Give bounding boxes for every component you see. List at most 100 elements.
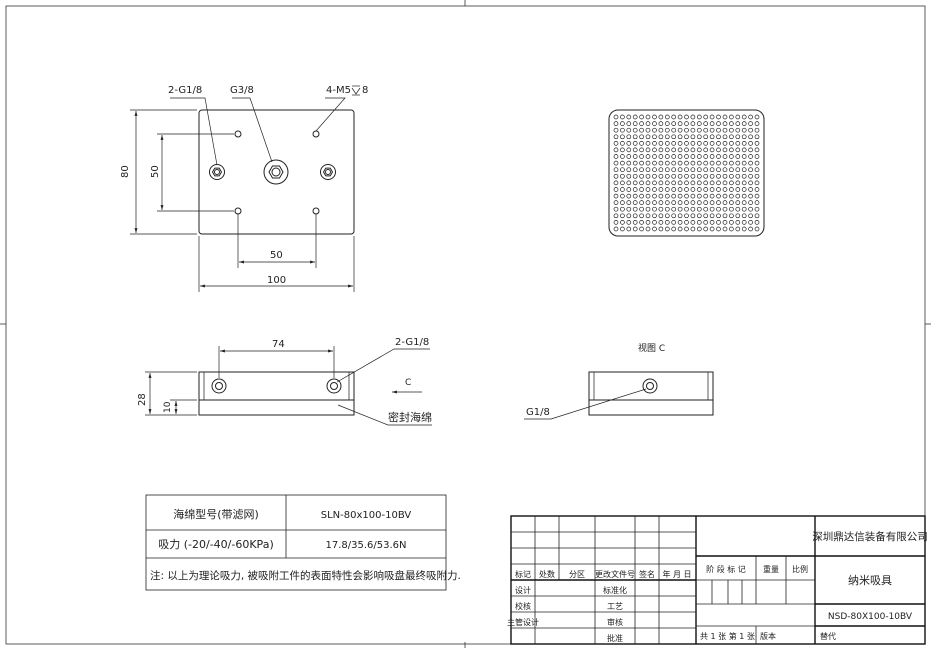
- tb-chushu: 处数: [539, 569, 555, 579]
- suction-hole: [613, 121, 619, 126]
- suction-hole: [684, 173, 689, 179]
- suction-hole: [722, 141, 728, 146]
- suction-hole: [722, 193, 728, 199]
- suction-hole: [613, 160, 619, 166]
- suction-hole: [722, 206, 728, 212]
- suction-hole: [696, 167, 702, 173]
- suction-hole: [716, 154, 721, 159]
- tb-company: 深圳鼎达信装备有限公司: [812, 530, 928, 543]
- suction-hole: [671, 226, 677, 232]
- suction-hole: [754, 213, 760, 219]
- suction-hole: [645, 121, 651, 126]
- suction-hole: [652, 134, 657, 140]
- suction-hole: [632, 206, 638, 212]
- suction-hole: [690, 134, 696, 140]
- suction-hole: [716, 193, 721, 199]
- suction-hole: [652, 121, 657, 126]
- tb-pizhun: 批准: [607, 633, 623, 643]
- suction-hole: [696, 154, 702, 159]
- suction-hole: [645, 226, 651, 232]
- suction-hole: [735, 173, 741, 179]
- suction-hole: [639, 200, 644, 205]
- suction-hole: [735, 121, 741, 126]
- suction-hole: [722, 213, 728, 219]
- tb-sheji: 设计: [515, 585, 531, 595]
- tb-biaoji: 标记: [515, 569, 531, 579]
- suction-hole: [632, 160, 638, 166]
- suction-hole: [613, 220, 619, 225]
- suction-hole: [639, 173, 644, 179]
- suction-hole: [632, 114, 638, 120]
- suction-hole: [639, 167, 644, 173]
- suction-hole: [639, 147, 644, 153]
- suction-hole: [709, 200, 715, 205]
- suction-hole: [696, 206, 702, 212]
- suction-hole: [709, 141, 715, 146]
- suction-hole: [626, 114, 632, 120]
- suction-hole: [626, 134, 632, 140]
- suction-hole: [626, 160, 632, 166]
- suction-hole: [735, 200, 741, 205]
- suction-hole: [613, 206, 619, 212]
- suction-hole: [632, 141, 638, 146]
- suction-hole: [645, 167, 651, 173]
- suction-hole: [652, 187, 657, 192]
- suction-hole: [696, 147, 702, 153]
- suction-hole: [671, 187, 677, 192]
- dim-50-horizontal: 50: [270, 250, 283, 261]
- suction-hole: [729, 160, 734, 166]
- suction-hole: [729, 127, 734, 133]
- suction-hole: [671, 147, 677, 153]
- suction-hole: [613, 134, 619, 140]
- suction-hole: [613, 187, 619, 192]
- label-view-c-g18: G1/8: [526, 407, 550, 418]
- suction-hole: [690, 180, 696, 186]
- suction-hole: [658, 127, 664, 133]
- suction-hole: [658, 114, 664, 120]
- suction-hole: [684, 147, 689, 153]
- suction-hole: [716, 127, 721, 133]
- suction-hole: [735, 127, 741, 133]
- suction-hole: [639, 180, 644, 186]
- spec-row-2-label: 吸力 (-20/-40/-60KPa): [158, 538, 273, 551]
- suction-hole: [613, 193, 619, 199]
- suction-hole: [729, 213, 734, 219]
- label-2-g18: 2-G1/8: [168, 85, 202, 96]
- side-port-right: [326, 378, 342, 394]
- suction-hole: [671, 160, 677, 166]
- suction-hole: [671, 193, 677, 199]
- spec-table: 海绵型号(带滤网) SLN-80x100-10BV 吸力 (-20/-40/-6…: [145, 494, 461, 591]
- suction-hole: [658, 226, 664, 232]
- suction-hole: [677, 193, 683, 199]
- suction-hole: [632, 213, 638, 219]
- suction-hole: [741, 127, 747, 133]
- suction-hole: [632, 134, 638, 140]
- suction-hole: [741, 173, 747, 179]
- suction-hole: [722, 167, 728, 173]
- suction-hole: [658, 167, 664, 173]
- suction-hole: [658, 180, 664, 186]
- suction-hole: [677, 154, 683, 159]
- suction-hole: [664, 220, 670, 225]
- suction-hole: [658, 200, 664, 205]
- suction-hole: [741, 220, 747, 225]
- suction-hole: [652, 167, 657, 173]
- suction-hole: [729, 220, 734, 225]
- tb-gengai: 更改文件号: [595, 569, 635, 579]
- suction-hole: [729, 226, 734, 232]
- suction-hole: [620, 173, 625, 179]
- suction-hole: [735, 167, 741, 173]
- tb-date: 年 月 日: [662, 569, 691, 579]
- suction-hole: [658, 147, 664, 153]
- tb-jiaohe: 校核: [515, 601, 531, 611]
- suction-hole: [729, 173, 734, 179]
- suction-hole: [684, 141, 689, 146]
- suction-hole: [626, 226, 632, 232]
- label-m5-depth: 8: [362, 85, 368, 96]
- suction-hole: [703, 173, 709, 179]
- suction-hole: [664, 141, 670, 146]
- suction-hole: [709, 167, 715, 173]
- suction-hole: [626, 141, 632, 146]
- suction-hole: [664, 134, 670, 140]
- suction-hole: [664, 173, 670, 179]
